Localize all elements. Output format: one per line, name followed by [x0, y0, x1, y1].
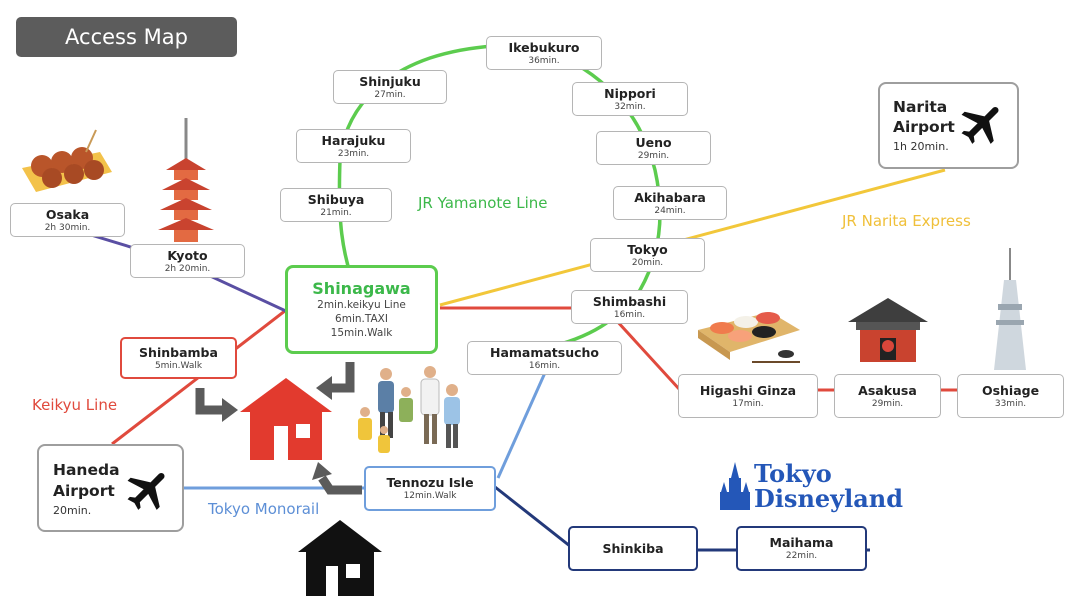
station-osaka[interactable]: Osaka 2h 30min.: [10, 203, 125, 237]
station-time: 16min.: [613, 309, 646, 320]
station-time: 17min.: [732, 398, 764, 409]
shinagawa-access-line-1: 2min.keikyu Line: [317, 299, 406, 311]
plane-icon: [127, 472, 165, 510]
station-time: 2h 30min.: [44, 222, 91, 233]
station-time: 36min.: [528, 55, 560, 66]
plane-icon: [961, 106, 999, 144]
station-name: Nippori: [604, 85, 656, 101]
station-shibuya[interactable]: Shibuya 21min.: [280, 188, 392, 222]
tower-icon: [994, 248, 1026, 370]
station-time: 16min.: [528, 360, 561, 371]
station-shinagawa[interactable]: Shinagawa 2min.keikyu Line 6min.TAXI 15m…: [285, 265, 438, 354]
station-name: Akihabara: [634, 189, 706, 205]
station-shinkiba[interactable]: Shinkiba: [568, 526, 698, 571]
house-icon: [298, 520, 382, 596]
station-name: Osaka: [45, 206, 90, 222]
station-oshiage[interactable]: Oshiage 33min.: [957, 374, 1064, 418]
station-time: 12min.Walk: [403, 491, 457, 501]
station-time: 2h 20min.: [164, 263, 211, 274]
station-name: Hamamatsucho: [489, 344, 600, 360]
curved-arrow-icon: [318, 475, 362, 495]
station-akihabara[interactable]: Akihabara 24min.: [613, 186, 727, 220]
station-name: Tokyo: [627, 241, 668, 257]
takoyaki-icon: [22, 129, 112, 192]
station-asakusa[interactable]: Asakusa 29min.: [834, 374, 941, 418]
arrow-head: [312, 462, 332, 480]
yamanote-line-label: JR Yamanote Line: [418, 194, 548, 212]
airport-time: 1h 20min.: [893, 140, 949, 153]
station-time: 27min.: [374, 89, 406, 100]
station-time: 22min.: [785, 551, 818, 561]
narita-express-line: [439, 168, 946, 307]
arrow-head: [222, 398, 238, 422]
monorail-label: Tokyo Monorail: [208, 500, 320, 518]
station-higashi-ginza[interactable]: Higashi Ginza 17min.: [678, 374, 818, 418]
arrow-head: [316, 376, 332, 400]
station-name: Tennozu Isle: [386, 475, 474, 490]
station-kyoto[interactable]: Kyoto 2h 20min.: [130, 244, 245, 278]
page-title: Access Map: [16, 17, 237, 57]
station-shinjuku[interactable]: Shinjuku 27min.: [333, 70, 447, 104]
keikyu-line-label: Keikyu Line: [32, 396, 118, 414]
station-time: 24min.: [654, 205, 686, 216]
station-shimbashi[interactable]: Shimbashi 16min.: [571, 290, 688, 324]
station-name: Asakusa: [858, 382, 917, 398]
castle-icon: [720, 462, 750, 510]
airport-name-line1: Haneda: [53, 461, 120, 479]
station-name: Shinbamba: [139, 344, 218, 360]
station-time: 29min.: [637, 150, 670, 161]
station-ikebukuro[interactable]: Ikebukuro 36min.: [486, 36, 602, 70]
station-name: Maihama: [769, 535, 834, 550]
station-name: Ikebukuro: [508, 39, 580, 55]
station-name: Higashi Ginza: [699, 382, 797, 398]
station-ueno[interactable]: Ueno 29min.: [596, 131, 711, 165]
station-time: 33min.: [994, 398, 1027, 409]
haneda-airport[interactable]: Haneda Airport 20min.: [37, 444, 184, 532]
curved-arrow-icon: [330, 362, 355, 393]
station-name: Ueno: [635, 134, 672, 150]
station-name: Shibuya: [307, 191, 365, 207]
station-name: Shimbashi: [592, 293, 667, 309]
station-maihama[interactable]: Maihama 22min.: [736, 526, 867, 571]
station-name: Harajuku: [321, 132, 386, 148]
house-icon: [240, 378, 332, 460]
tokyo-disneyland-logo: Tokyo Disneyland: [718, 462, 903, 512]
station-shinbamba[interactable]: Shinbamba 5min.Walk: [120, 337, 237, 379]
station-time: 20min.: [631, 257, 664, 268]
shinagawa-access-line-3: 15min.Walk: [330, 327, 393, 339]
rinkai-line-upper: [496, 365, 550, 479]
station-name: Kyoto: [167, 247, 208, 263]
station-name: Shinjuku: [359, 73, 421, 89]
airport-name-line1: Narita: [893, 98, 948, 116]
station-name: Shinkiba: [602, 541, 664, 556]
logo-line1: Tokyo: [754, 459, 832, 488]
curved-arrow-icon: [195, 388, 222, 415]
station-name: Oshiage: [981, 382, 1040, 398]
travelers-icon: [358, 366, 460, 453]
narita-express-label: JR Narita Express: [842, 212, 971, 230]
airport-name-line2: Airport: [53, 482, 115, 500]
airport-time: 20min.: [53, 504, 92, 517]
station-nippori[interactable]: Nippori 32min.: [572, 82, 688, 116]
station-time: 21min.: [320, 207, 352, 218]
station-time: 5min.Walk: [154, 360, 203, 371]
shinagawa-access-line-2: 6min.TAXI: [335, 313, 388, 325]
station-time: 29min.: [871, 398, 904, 409]
narita-airport[interactable]: Narita Airport 1h 20min.: [878, 82, 1019, 169]
keikyu-line-segment-2: [440, 306, 980, 392]
temple-icon: [848, 298, 928, 362]
station-tennozu-isle[interactable]: Tennozu Isle 12min.Walk: [364, 466, 496, 511]
station-time: 32min.: [614, 101, 646, 112]
pagoda-icon: [158, 118, 214, 242]
station-hamamatsucho[interactable]: Hamamatsucho 16min.: [467, 341, 622, 375]
airport-name-line2: Airport: [893, 118, 955, 136]
station-name: Shinagawa: [312, 279, 411, 298]
logo-line2: Disneyland: [754, 484, 904, 513]
sushi-icon: [698, 312, 800, 363]
station-harajuku[interactable]: Harajuku 23min.: [296, 129, 411, 163]
station-tokyo[interactable]: Tokyo 20min.: [590, 238, 705, 272]
station-time: 23min.: [337, 148, 370, 159]
